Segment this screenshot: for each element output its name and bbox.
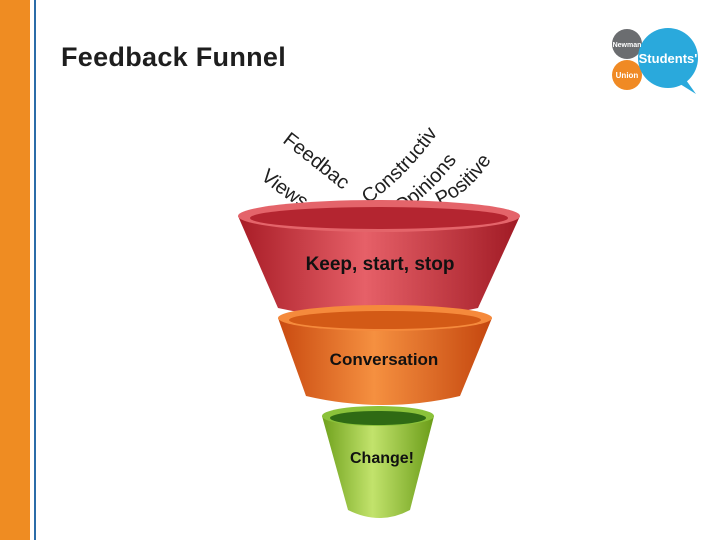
logo-orange-circle bbox=[612, 60, 642, 90]
word-constructive: Constructive bbox=[0, 0, 442, 208]
funnel-stage-top: Keep, start, stop bbox=[238, 200, 520, 319]
logo-speech-tail bbox=[680, 80, 696, 94]
logo-bottom-text: Union bbox=[616, 71, 639, 80]
logo-main-text: Students' bbox=[639, 51, 698, 66]
slide-title: Feedback Funnel bbox=[61, 42, 287, 72]
word-feedback: Feedback bbox=[0, 0, 354, 194]
logo-grey-circle bbox=[612, 29, 642, 59]
students-union-logo: Newman Students' Union bbox=[612, 28, 698, 94]
logo-blue-circle bbox=[638, 28, 698, 88]
stage-label-change: Change! bbox=[350, 450, 414, 467]
left-accent-line bbox=[34, 0, 36, 540]
left-accent-bar bbox=[0, 0, 30, 540]
funnel-stage-bottom: Change! bbox=[322, 406, 434, 518]
stage-label-conversation: Conversation bbox=[330, 350, 439, 369]
funnel-stage-middle: Conversation bbox=[278, 305, 492, 405]
stage-label-keep-start-stop: Keep, start, stop bbox=[306, 254, 455, 275]
logo-top-text: Newman bbox=[613, 42, 642, 49]
